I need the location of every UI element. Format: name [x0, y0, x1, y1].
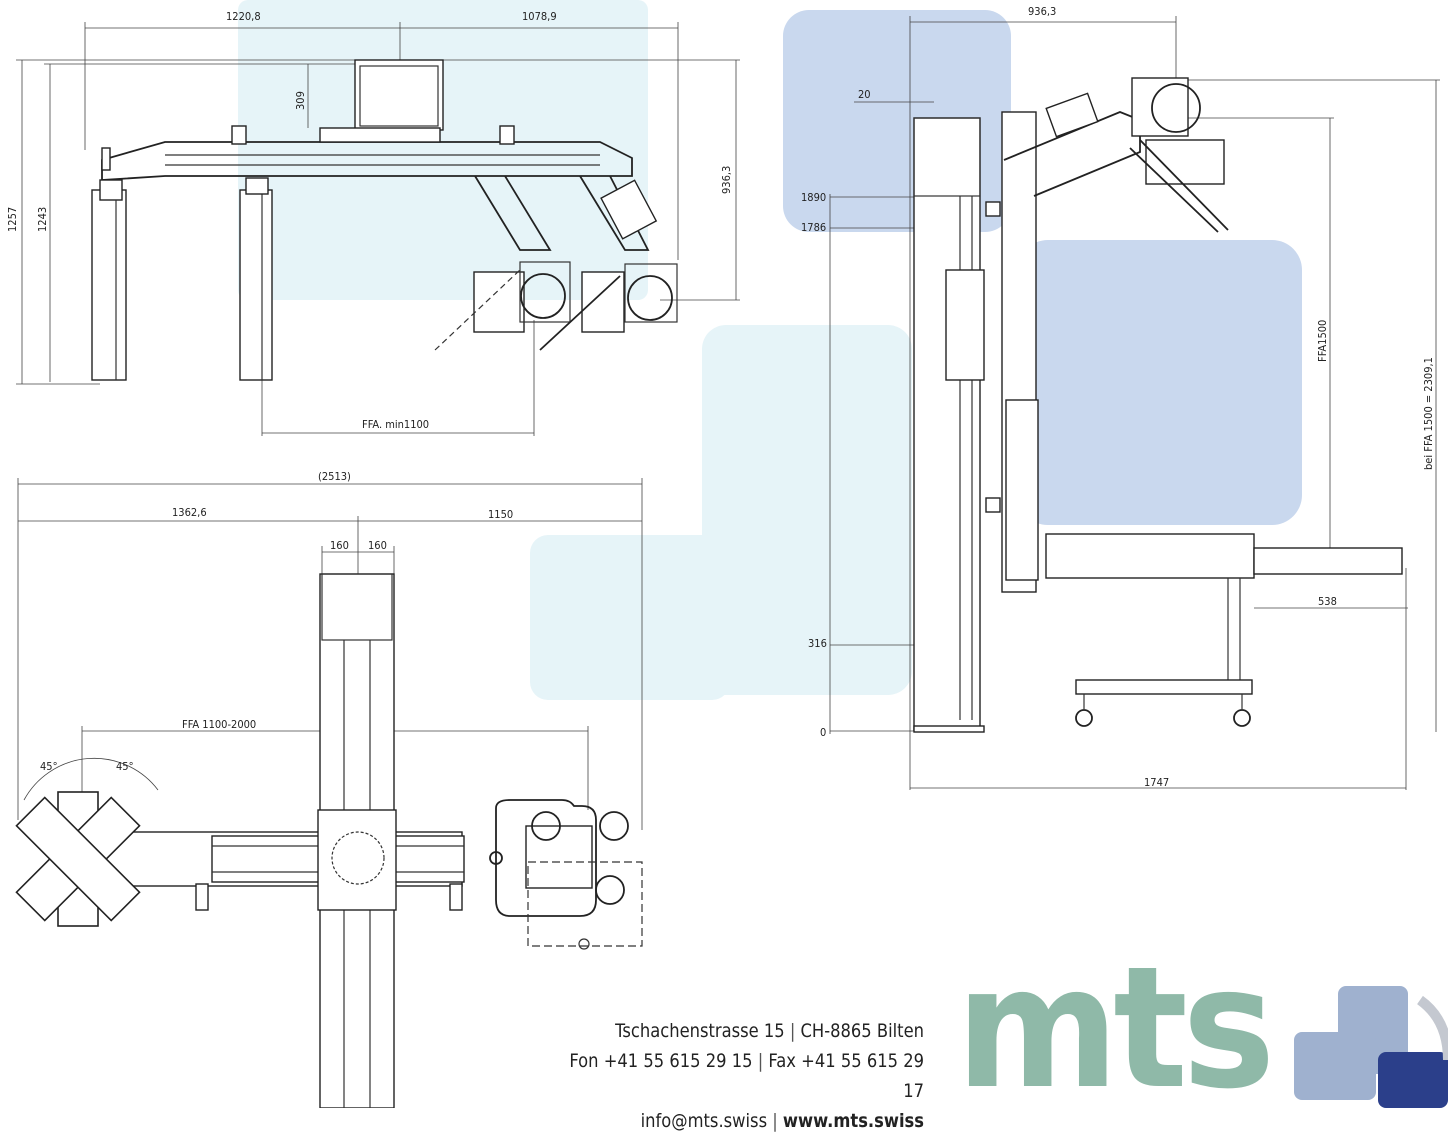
dim-1362: 1362,6 [172, 506, 207, 519]
dim-ffa-min: FFA. min1100 [362, 418, 429, 431]
dim-bei-ffa: bei FFA 1500 = 2309,1 [1422, 357, 1435, 470]
technical-drawing-sheet: 1220,8 1078,9 309 1257 1243 936,3 FFA. m… [6, 0, 1448, 1132]
dim-ffa1500: FFA1500 [1316, 320, 1329, 362]
dim-538: 538 [1318, 595, 1337, 608]
dim-1150: 1150 [488, 508, 513, 521]
dim-1220: 1220,8 [226, 10, 261, 23]
street-address: Tschachenstrasse 15 [615, 1020, 785, 1042]
company-address-block: Tschachenstrasse 15|CH-8865 Bilten Fon +… [563, 1016, 924, 1136]
plan-view: (2513) 1362,6 1150 160 160 FFA 1100-2000… [15, 470, 643, 1109]
dim-160-left: 160 [330, 539, 349, 552]
drawing-canvas: 1220,8 1078,9 309 1257 1243 936,3 FFA. m… [6, 0, 1448, 1109]
dim-0: 0 [820, 726, 826, 739]
dim-309: 309 [294, 91, 307, 110]
front-elevation-view: 1220,8 1078,9 309 1257 1243 936,3 FFA. m… [6, 10, 740, 436]
dim-936: 936,3 [720, 166, 733, 194]
dim-1078: 1078,9 [522, 10, 557, 23]
angle-left: 45° [40, 760, 58, 773]
mts-logo-mark [1294, 986, 1448, 1108]
dim-160-right: 160 [368, 539, 387, 552]
dim-1786: 1786 [801, 221, 826, 234]
side-elevation-view: 936,3 20 1890 1786 316 0 FFA1500 bei FFA… [801, 5, 1440, 790]
dim-ffa-range: FFA 1100-2000 [182, 718, 256, 731]
website-link[interactable]: www.mts.swiss [782, 1110, 924, 1132]
dim-1257: 1257 [6, 207, 19, 232]
email-link[interactable]: info@mts.swiss [640, 1110, 768, 1132]
dim-316: 316 [808, 637, 827, 650]
dim-2513: (2513) [318, 470, 351, 483]
dim-1890: 1890 [801, 191, 826, 204]
city-address: CH-8865 Bilten [800, 1020, 924, 1042]
dim-1243: 1243 [36, 207, 49, 232]
mts-logo-text: mts [956, 930, 1275, 1126]
phone-line: Fon +41 55 615 29 15|Fax +41 55 615 29 1… [569, 1050, 924, 1102]
dim-side-936: 936,3 [1028, 5, 1056, 18]
fax-number: Fax +41 55 615 29 17 [768, 1050, 924, 1102]
contact-line: info@mts.swiss|www.mts.swiss [640, 1110, 924, 1132]
angle-right: 45° [116, 760, 134, 773]
dim-20: 20 [858, 88, 871, 101]
phone-number: Fon +41 55 615 29 15 [569, 1050, 753, 1072]
dim-1747: 1747 [1144, 776, 1169, 789]
address-line: Tschachenstrasse 15|CH-8865 Bilten [615, 1020, 924, 1042]
watermark-cross [238, 0, 1302, 700]
